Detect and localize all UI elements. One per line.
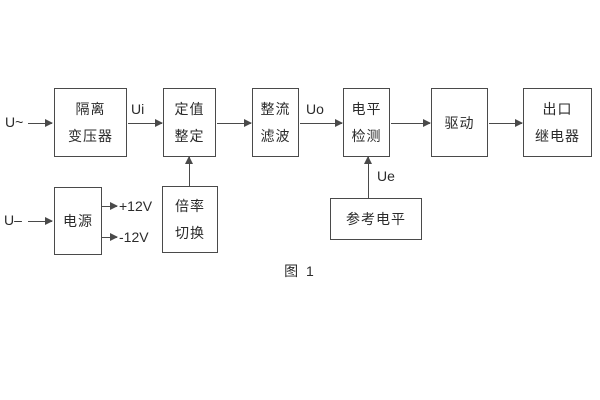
arrow-rail-positive (102, 202, 118, 210)
block-label: 滤波 (260, 128, 291, 144)
arrow-driver-to-relay (489, 119, 523, 127)
label-signal-ue: Ue (377, 168, 395, 184)
block-driver: 驱动 (431, 88, 488, 157)
block-label: 倍率 (175, 198, 205, 215)
block-label: 定值 (174, 101, 205, 117)
block-label: 检测 (351, 128, 382, 144)
label-rail-neg: -12V (119, 229, 149, 245)
block-output-relay: 出口 继电器 (523, 88, 592, 157)
block-label: 电源 (63, 213, 93, 229)
block-setting-adjust: 定值 整定 (163, 88, 216, 157)
block-rectifier-filter: 整流 滤波 (252, 88, 299, 157)
block-label: 切换 (175, 224, 205, 241)
label-signal-ui: Ui (131, 101, 145, 117)
block-reference-level: 参考电平 (330, 198, 422, 240)
block-isolation-transformer: 隔离 变压器 (54, 88, 127, 157)
block-label: 继电器 (535, 128, 580, 144)
figure-caption: 图 1 (284, 263, 316, 279)
arrow-ue-signal (364, 156, 372, 198)
label-signal-uo: Uo (306, 101, 324, 117)
block-label: 出口 (542, 101, 573, 117)
block-label: 参考电平 (346, 211, 406, 227)
label-input-dc: U– (4, 212, 22, 228)
arrow-uo-signal (300, 119, 343, 127)
block-label: 变压器 (68, 128, 113, 144)
label-rail-pos: +12V (119, 198, 153, 214)
arrow-ac-input (28, 119, 53, 127)
arrow-setting-to-rectifier (217, 119, 252, 127)
label-input-ac: U~ (5, 114, 24, 130)
block-level-detect: 电平 检测 (343, 88, 390, 157)
block-label: 隔离 (75, 101, 106, 117)
block-label: 驱动 (444, 114, 475, 131)
block-label: 整流 (260, 101, 291, 117)
arrow-rail-negative (102, 233, 118, 241)
arrow-ui-signal (128, 119, 163, 127)
block-label: 电平 (351, 101, 382, 117)
block-label: 整定 (174, 128, 205, 144)
arrow-ratio-to-setting (185, 156, 193, 186)
block-ratio-switch: 倍率 切换 (162, 186, 218, 253)
block-power-supply: 电源 (54, 187, 102, 255)
arrow-dc-input (28, 217, 53, 225)
arrow-level-to-driver (391, 119, 431, 127)
